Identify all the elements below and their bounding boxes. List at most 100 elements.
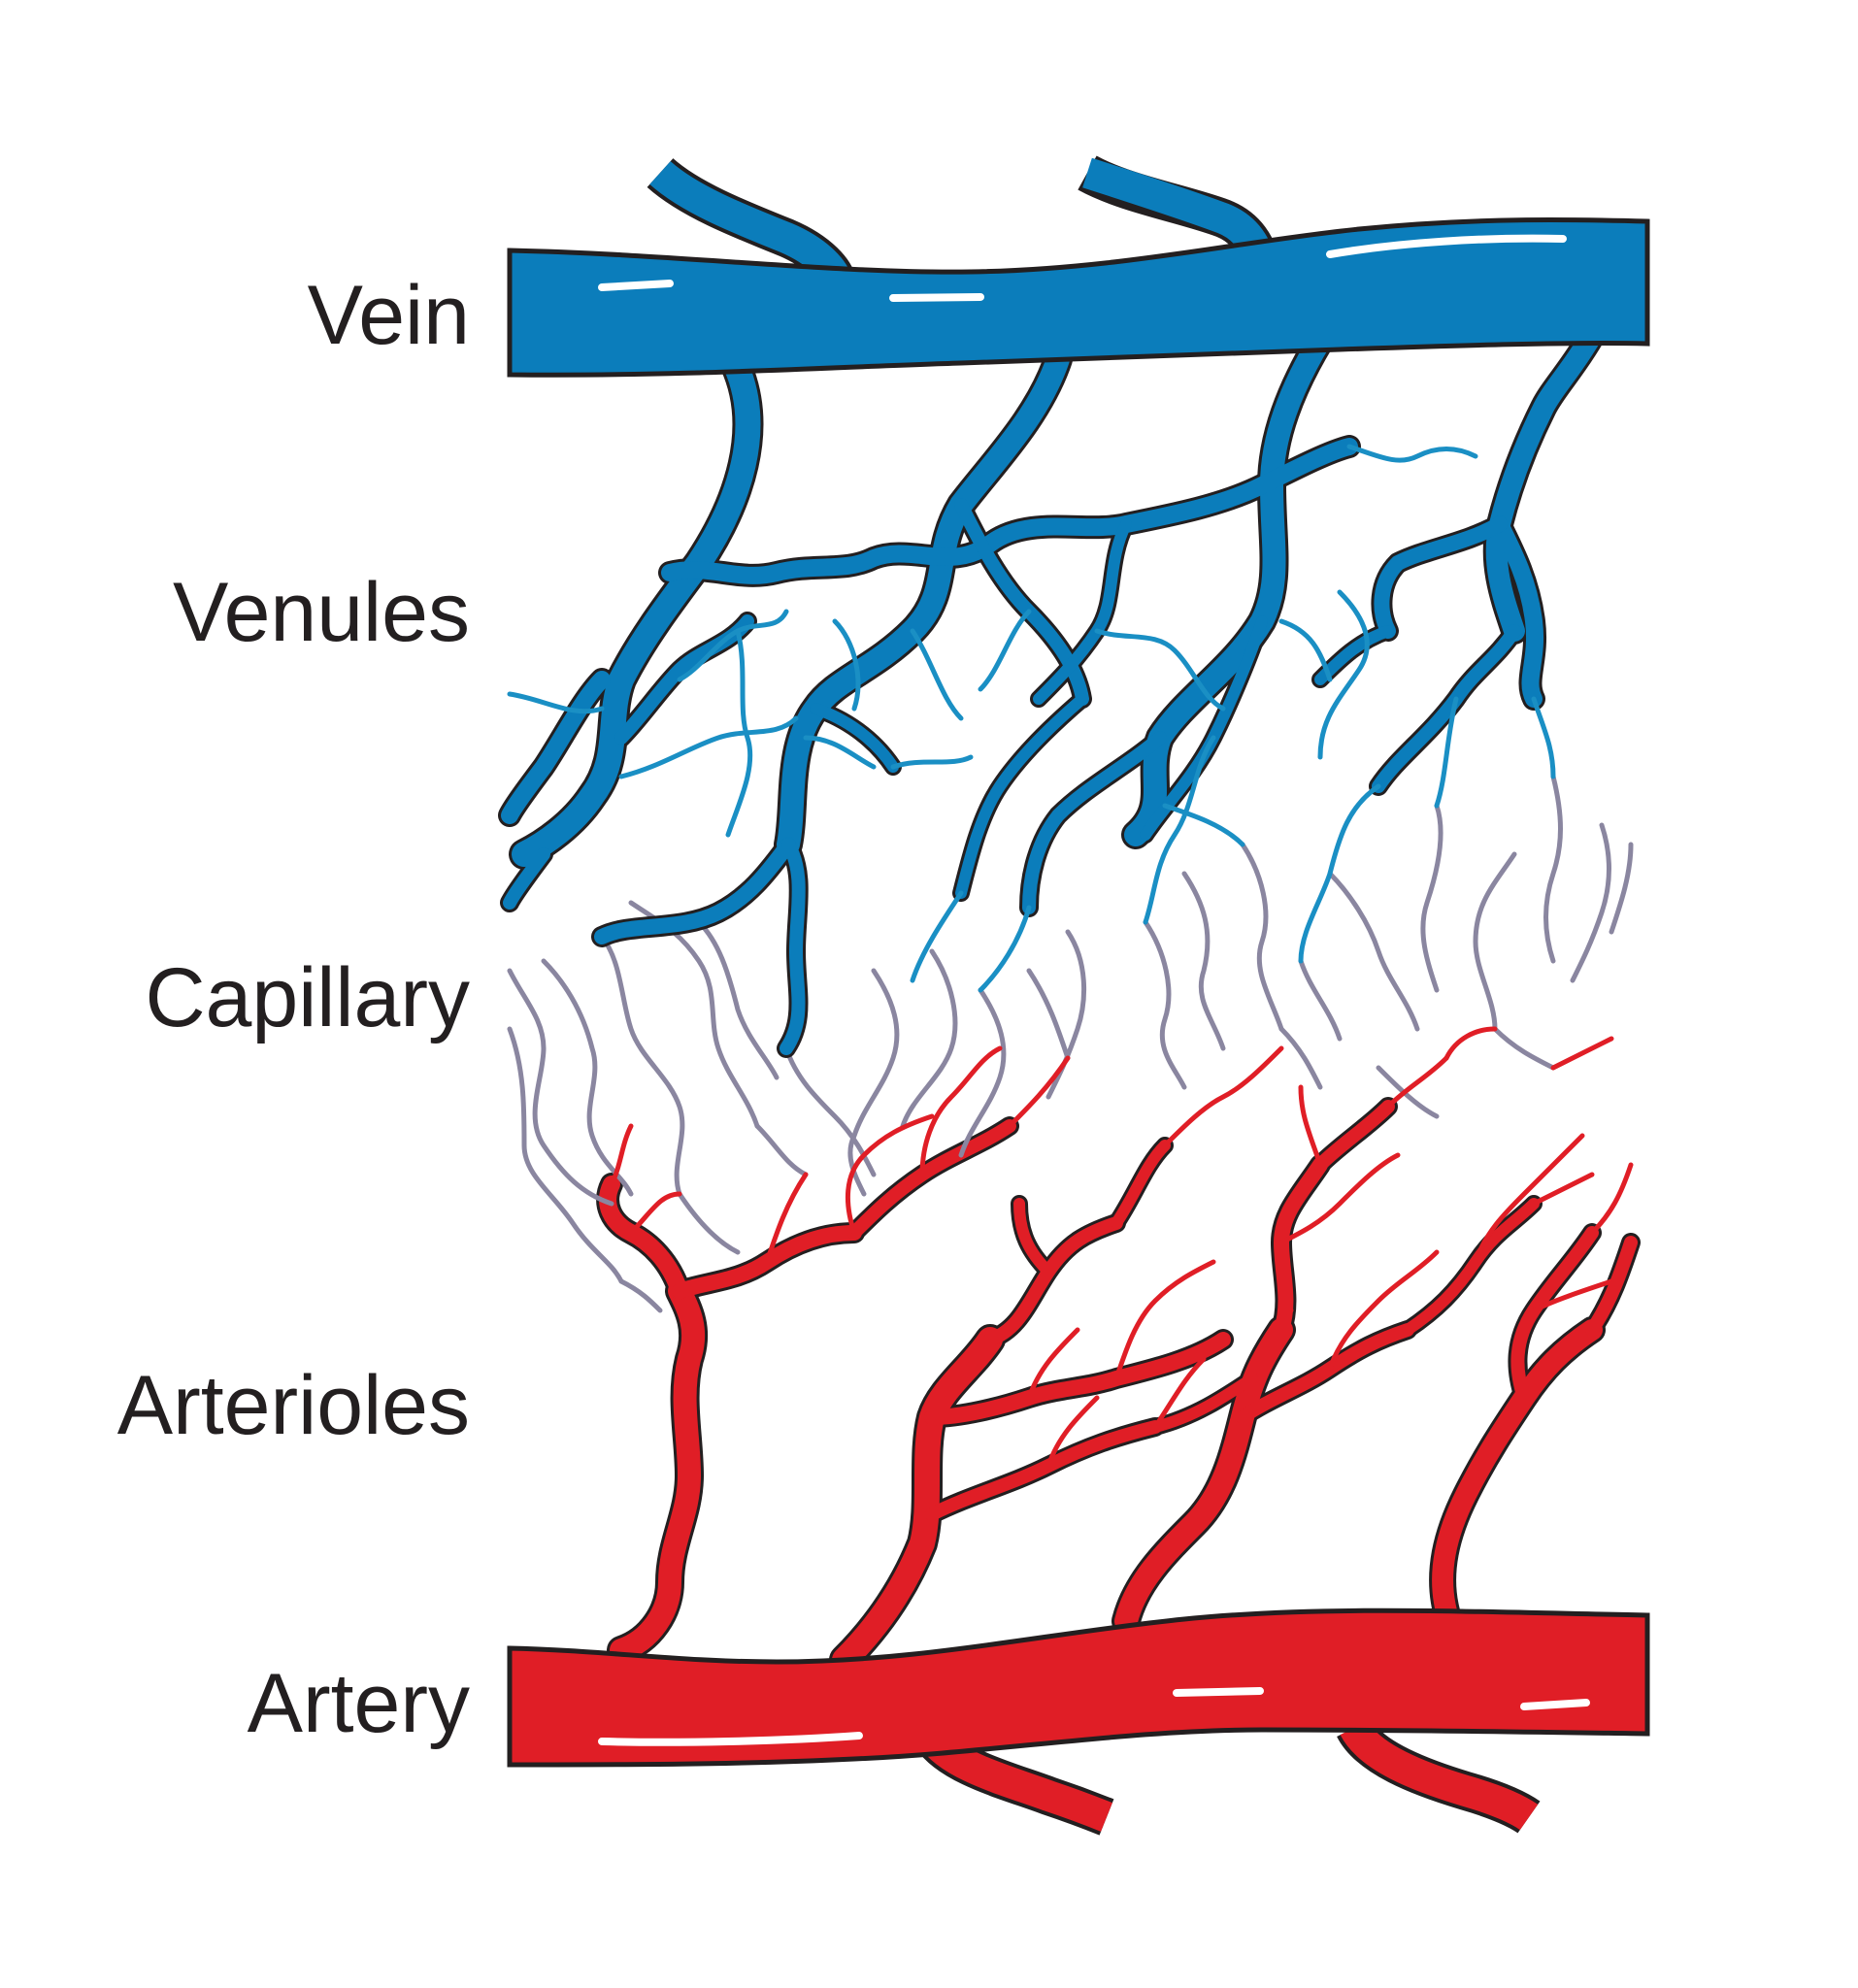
artery-body (507, 1607, 1650, 1768)
capillary-9 (958, 987, 1007, 1158)
thin-arteriole-11 (1473, 1133, 1585, 1265)
artery-bottom-branch-left-fill (918, 1728, 1112, 1832)
capillary-16 (1327, 871, 1420, 1032)
arteriole-6 (924, 1332, 1231, 1425)
artery (507, 1607, 1650, 1836)
thin-venule-17 (1162, 803, 1245, 847)
capillary-22 (1492, 1026, 1556, 1071)
capillary-12 (1143, 919, 1187, 1090)
venule-11 (1022, 731, 1167, 914)
thin-arteriole-15 (1152, 1356, 1207, 1430)
vein (507, 155, 1650, 378)
arteriole-16 (1402, 1198, 1540, 1336)
arteriole-13 (1313, 1100, 1395, 1172)
thin-venule-11 (1531, 696, 1556, 779)
vein-highlight-3 (1326, 234, 1567, 258)
capillary-21 (1376, 1065, 1440, 1119)
artery-highlight-1 (598, 1732, 863, 1746)
arteriole-8 (925, 1420, 1162, 1521)
artery-bottom-branch-mid-fill (1340, 1719, 1539, 1831)
capillary-17 (1420, 803, 1443, 993)
capillary-24 (677, 1191, 741, 1255)
thin-arteriole-18 (1298, 1084, 1323, 1168)
thin-venule-3 (725, 628, 753, 838)
capillary-23 (1609, 842, 1634, 935)
thin-venule-0 (507, 691, 605, 714)
label-capillary: Capillary (145, 951, 470, 1044)
thin-venule-network (507, 444, 1556, 993)
thin-venule-6 (978, 609, 1032, 692)
capillary-10 (1026, 968, 1071, 1061)
capillary-0 (507, 968, 614, 1207)
thin-venule-12 (1434, 696, 1459, 809)
vein-highlight-2 (889, 293, 984, 302)
arteriole-network (599, 1100, 1638, 1673)
thin-arteriole-13 (1589, 1162, 1634, 1236)
venule-5 (501, 671, 611, 824)
thin-venule-19 (910, 628, 964, 721)
arteriole-15 (1111, 1140, 1171, 1229)
thin-venule-8 (1143, 735, 1216, 925)
label-vein: Vein (307, 269, 470, 362)
thin-arteriole-2 (764, 1172, 809, 1265)
capillary-13 (1181, 871, 1226, 1051)
capillary-1 (507, 1026, 624, 1284)
arteriole-17 (1013, 1198, 1054, 1277)
thin-arteriole-9 (1385, 1055, 1449, 1110)
thin-arteriole-21 (1550, 1036, 1614, 1071)
capillary-3 (599, 934, 685, 1197)
thin-arteriole-7 (1113, 1259, 1216, 1381)
artery-highlight-3 (1520, 1699, 1590, 1710)
capillary-2 (541, 958, 634, 1197)
capillary-11 (1045, 929, 1086, 1100)
venule-8 (594, 837, 796, 944)
thin-arteriole-3 (845, 1113, 935, 1236)
thin-venule-16 (1278, 618, 1333, 682)
thin-arteriole-6 (1162, 1045, 1284, 1148)
capillary-27 (1278, 1026, 1323, 1090)
thin-arteriole-19 (1249, 1308, 1294, 1381)
thin-arteriole-network (609, 1026, 1634, 1469)
thin-arteriole-20 (1443, 1026, 1498, 1061)
thin-arteriole-0 (609, 1123, 634, 1187)
thin-arteriole-5 (1007, 1055, 1071, 1129)
venule-18 (810, 703, 899, 773)
capillary-8 (900, 948, 958, 1129)
arteriole-11 (1585, 1236, 1638, 1337)
thin-arteriole-10 (1327, 1249, 1440, 1372)
venule-6 (503, 847, 550, 910)
venule-9 (780, 838, 806, 1055)
venule-0 (512, 347, 761, 867)
vein-highlight-1 (598, 280, 674, 291)
thin-venule-4 (803, 735, 877, 770)
thin-venule-5 (890, 754, 974, 770)
thin-arteriole-12 (1531, 1172, 1595, 1207)
venule-3 (1485, 324, 1603, 642)
venule-12 (955, 693, 1088, 899)
thin-venule-9 (1317, 589, 1370, 760)
venule-4 (661, 438, 1358, 584)
thin-arteriole-1 (628, 1191, 682, 1236)
thin-venule-10 (1298, 783, 1381, 964)
arteriole-3 (1432, 1319, 1603, 1622)
arteriole-0 (610, 1279, 706, 1662)
capillary-network (507, 774, 1634, 1313)
label-venules: Venules (172, 566, 470, 659)
thin-venule-18 (832, 618, 861, 712)
thin-arteriole-17 (1278, 1152, 1401, 1245)
thin-venule-15 (1346, 444, 1478, 463)
thin-arteriole-14 (1531, 1278, 1614, 1313)
capillary-18 (1543, 774, 1563, 964)
artery-highlight-2 (1173, 1687, 1264, 1697)
arteriole-18 (1149, 1373, 1258, 1433)
capillary-5 (696, 919, 780, 1080)
thin-arteriole-4 (919, 1045, 1003, 1177)
thin-arteriole-16 (1045, 1395, 1100, 1469)
capillary-26 (618, 1278, 663, 1313)
thin-venule-14 (910, 890, 964, 983)
thin-arteriole-8 (1026, 1327, 1080, 1401)
venule-outline-12 (952, 690, 1091, 902)
capillary-20 (1473, 851, 1517, 1032)
label-arterioles: Arterioles (116, 1359, 470, 1452)
